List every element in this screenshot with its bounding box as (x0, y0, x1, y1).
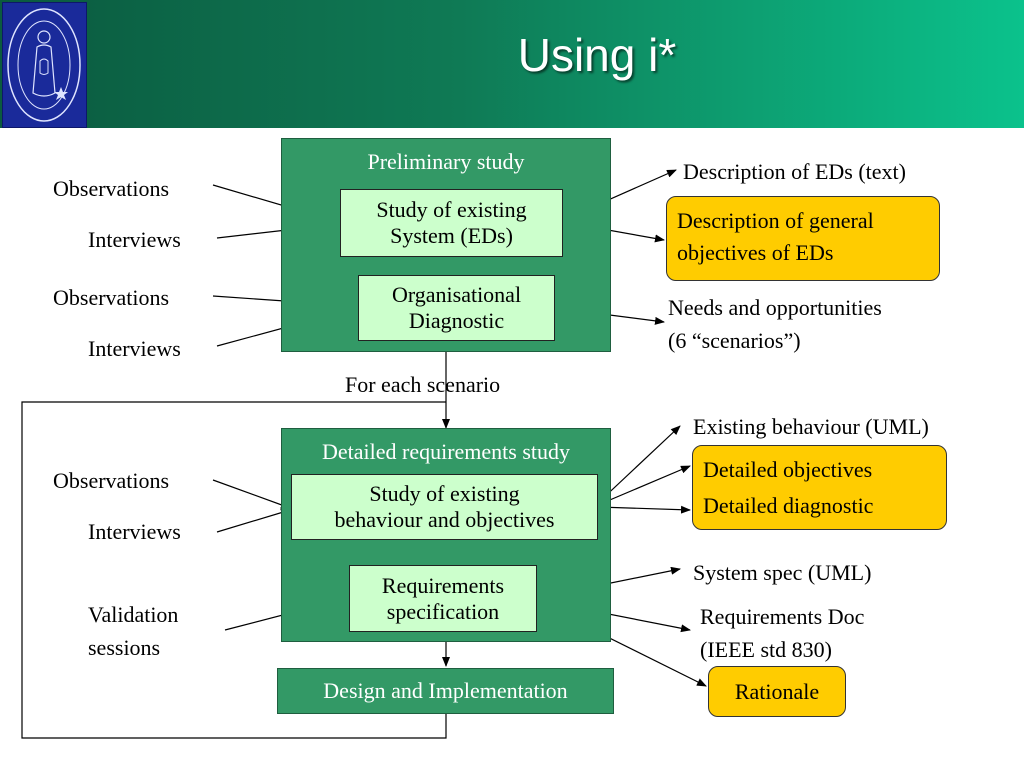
task-study-existing-behaviour: Study of existing behaviour and objectiv… (291, 474, 598, 540)
input-label: Validation sessions (88, 602, 179, 660)
arrow-in (212, 479, 291, 509)
arrow-in (216, 508, 291, 533)
phase-label: Preliminary study (367, 149, 525, 174)
output-box-rationale: Rationale (708, 666, 846, 717)
task-requirements-specification: Requirements specification (349, 565, 537, 632)
phase-design-implementation: Design and Implementation (277, 668, 614, 714)
input-label: Interviews (88, 519, 181, 544)
task-study-existing-system: Study of existing System (EDs) (340, 189, 563, 257)
input-label: Observations (53, 176, 170, 201)
logo-seal-icon (7, 8, 81, 122)
output-box-general-objectives: Description of general objectives of EDs (666, 196, 940, 281)
input-label: Observations (53, 285, 170, 310)
arrow-out (597, 505, 691, 514)
output-item: Detailed diagnostic (703, 493, 874, 518)
input-label: Interviews (88, 336, 181, 361)
loop-label: For each scenario (345, 372, 501, 397)
phase-label: Detailed requirements study (321, 439, 571, 464)
input-label: Interviews (88, 227, 181, 252)
output-label: Existing behaviour (UML) (693, 414, 929, 439)
input-label: Observations (53, 468, 170, 493)
output-label: Requirements Doc (IEEE std 830) (700, 604, 865, 662)
output-label: Description of EDs (text) (683, 159, 906, 184)
output-label: Needs and opportunities (6 “scenarios”) (668, 295, 882, 353)
university-logo (2, 2, 87, 128)
slide-title: Using i* (517, 29, 677, 81)
output-item: Detailed objectives (703, 457, 873, 482)
output-box-detailed: Detailed objectives Detailed diagnostic (692, 445, 947, 530)
task-organisational-diagnostic: Organisational Diagnostic (358, 275, 555, 341)
arrow-out (597, 465, 691, 506)
slide-header: Using i* (0, 0, 1024, 128)
output-label: System spec (UML) (693, 560, 872, 585)
